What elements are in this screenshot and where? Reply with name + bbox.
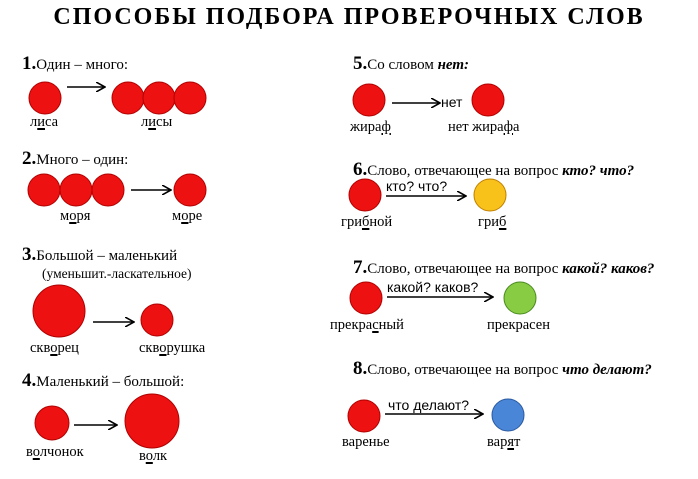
arrow-6-caption: кто? что? <box>386 178 448 194</box>
circle-giraffe <box>352 83 386 117</box>
word-label: прекрасный <box>330 317 404 333</box>
circle-mushroom <box>473 178 507 212</box>
word-label: волчонок <box>26 444 84 460</box>
heading-text: Слово, отвечающее на вопрос <box>367 261 563 277</box>
word-label: моря <box>60 208 91 224</box>
word-label: прекрасен <box>487 317 550 333</box>
heading-text: Маленький – большой: <box>36 374 185 390</box>
heading-number: 7. <box>353 257 368 278</box>
circle-foxes-1 <box>111 81 145 115</box>
heading-text: Слово, отвечающее на вопрос <box>367 362 563 378</box>
heading-question: что делают? <box>562 362 652 378</box>
page-title: СПОСОБЫ ПОДБОРА ПРОВЕРОЧНЫХ СЛОВ <box>53 4 645 30</box>
word-label: скворец <box>30 340 79 356</box>
heading-number: 3. <box>22 244 37 265</box>
heading-3-subtitle: (уменьшит.-ласкательное) <box>42 266 192 281</box>
circle-seas-2 <box>59 173 93 207</box>
circle-beautiful-short <box>503 281 537 315</box>
circle-jam <box>347 399 381 433</box>
heading-question: нет: <box>437 57 470 73</box>
heading-number: 6. <box>353 159 368 180</box>
heading-text: Со словом <box>367 57 438 73</box>
word-label: варят <box>487 434 521 450</box>
circle-foxes-2 <box>142 81 176 115</box>
circle-no-giraffe <box>471 83 505 117</box>
heading-7: 7.Слово, отвечающее на вопрос какой? как… <box>353 257 654 279</box>
circle-mushroom-adj <box>348 178 382 212</box>
heading-number: 8. <box>353 358 368 379</box>
circle-beautiful <box>349 281 383 315</box>
heading-text: Много – один: <box>36 152 129 168</box>
circle-fox <box>28 81 62 115</box>
circle-starling-small <box>140 303 174 337</box>
word-label: волк <box>139 448 168 464</box>
heading-4: 4.Маленький – большой: <box>22 370 184 392</box>
circle-starling <box>32 284 86 338</box>
heading-text: Один – много: <box>36 57 129 73</box>
word-label: нет жирафа <box>448 119 520 135</box>
word-label: море <box>172 208 203 224</box>
heading-5: 5.Со словом нет: <box>353 53 469 75</box>
word-label: гриб <box>478 214 507 230</box>
circle-seas-3 <box>91 173 125 207</box>
heading-number: 5. <box>353 53 368 74</box>
heading-text: Большой – маленький <box>36 248 178 264</box>
arrow-5-caption: нет <box>441 94 463 110</box>
heading-number: 2. <box>22 148 37 169</box>
heading-6: 6.Слово, отвечающее на вопрос кто? что? <box>353 159 634 181</box>
word-label: лисы <box>141 114 173 130</box>
heading-number: 4. <box>22 370 37 391</box>
circle-foxes-3 <box>173 81 207 115</box>
heading-8: 8.Слово, отвечающее на вопрос что делают… <box>353 358 652 380</box>
heading-1: 1.Один – много: <box>22 53 128 75</box>
heading-number: 1. <box>22 53 37 74</box>
word-label: скворушка <box>139 340 206 356</box>
circle-boil <box>491 398 525 432</box>
circle-wolf <box>124 393 180 449</box>
arrow-7-caption: какой? каков? <box>387 279 479 295</box>
heading-3: 3.Большой – маленький <box>22 244 177 266</box>
heading-text: Слово, отвечающее на вопрос <box>367 163 563 179</box>
word-label: жираф <box>350 119 391 135</box>
heading-question: какой? каков? <box>562 261 655 277</box>
heading-2: 2.Много – один: <box>22 148 128 170</box>
circle-sea <box>173 173 207 207</box>
circle-wolf-cub <box>34 405 70 441</box>
word-label: варенье <box>342 434 390 450</box>
word-label: лиса <box>30 114 59 130</box>
heading-question: кто? что? <box>562 163 635 179</box>
word-label: грибной <box>341 214 393 230</box>
arrow-8-caption: что делают? <box>388 397 470 413</box>
circle-seas-1 <box>27 173 61 207</box>
